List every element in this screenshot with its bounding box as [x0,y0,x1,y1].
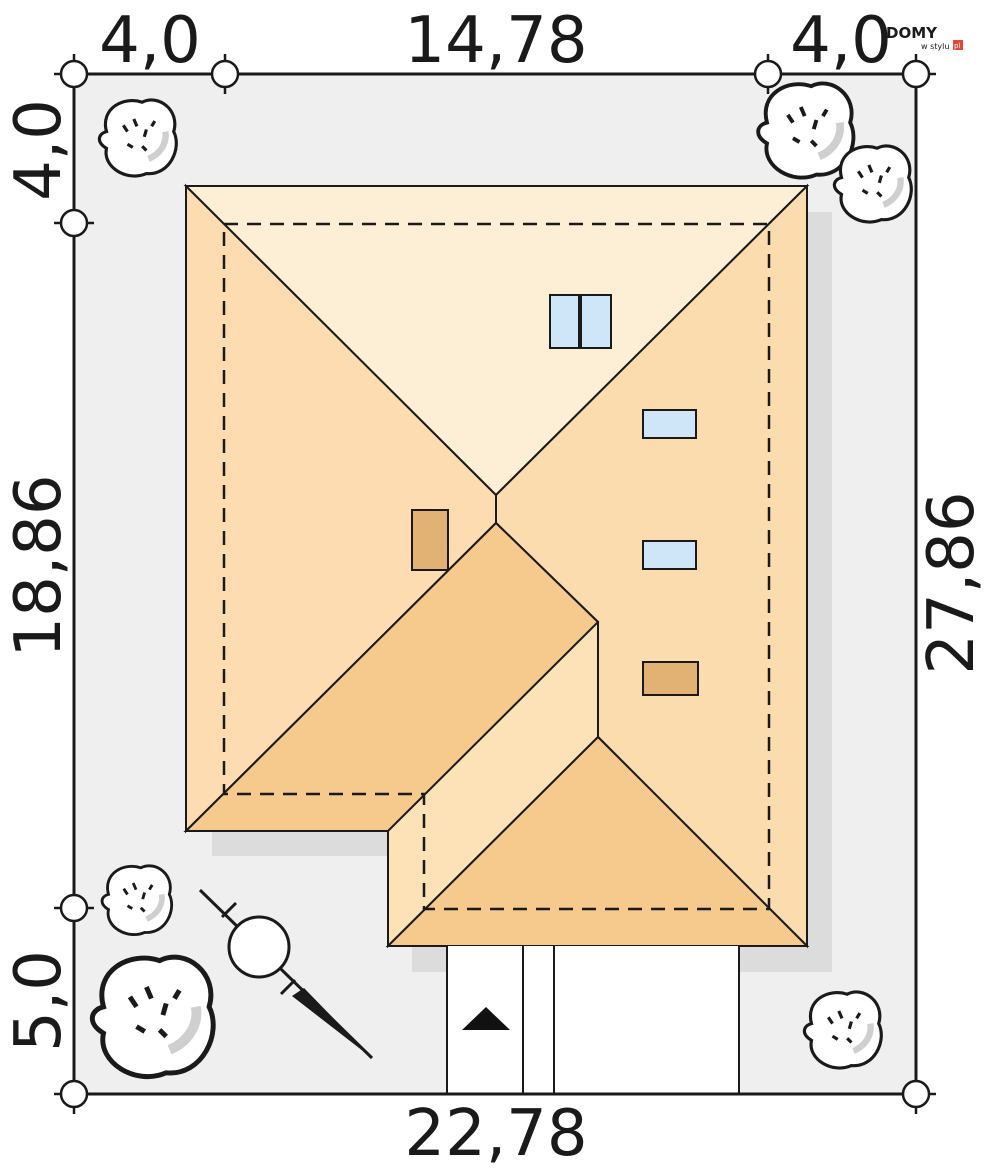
tree-icon [102,866,172,935]
dim-left-middle: 18,86 [2,474,76,657]
dim-left-bottom: 5,0 [2,950,76,1052]
tree-icon [92,957,213,1076]
logo-tagline: w stylu [921,42,949,51]
north-arrow-icon [198,888,374,1060]
tree-icon [99,100,176,176]
dim-top-left: 4,0 [99,4,201,78]
chimney-left [411,509,449,571]
tree-icon [834,146,911,222]
roof-wing-ridge-plane [183,521,600,832]
wall-outline-dashed [222,222,771,911]
skylight-1 [642,409,697,439]
dim-right: 27,86 [915,491,989,674]
logo-name: DOMY [886,24,938,42]
logo-accent [953,40,963,50]
tree-icon [804,992,881,1068]
tree-icon [758,83,853,177]
logo-suffix: pl [954,42,960,50]
dim-top-middle: 14,78 [404,4,587,78]
dim-left-top: 4,0 [2,99,76,201]
dim-top-right: 4,0 [790,4,892,78]
dim-bottom: 22,78 [404,1097,587,1171]
dimension-markers [54,54,936,1114]
skylight-2 [642,540,697,570]
entrance-arrow-icon [462,1007,510,1030]
chimney-right [642,661,699,696]
logo: DOMY w stylu pl [886,24,963,51]
